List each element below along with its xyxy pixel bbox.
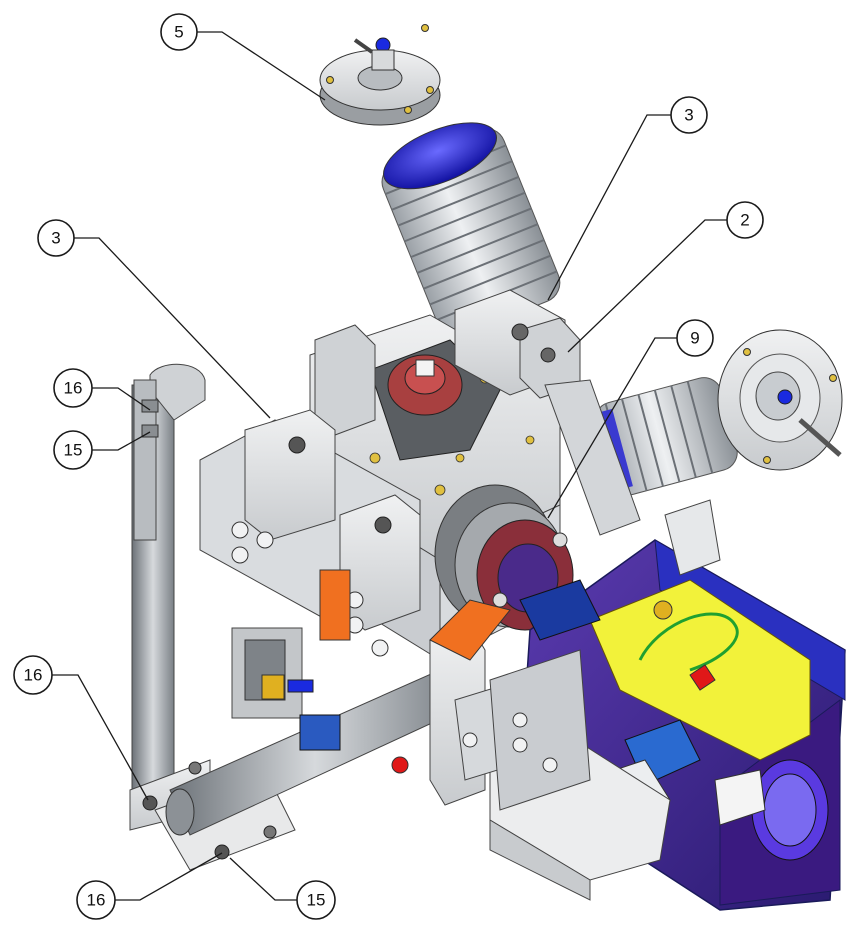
svg-text:16: 16 [24, 666, 43, 685]
callout-3-right: 3 [670, 96, 708, 134]
upper-right-blocks [454, 289, 641, 536]
svg-text:5: 5 [174, 23, 183, 42]
callout-3-left: 3 [37, 219, 75, 257]
callout-15-bottom: 15 [296, 880, 336, 920]
svg-text:3: 3 [51, 229, 60, 248]
callout-15-upper: 15 [53, 430, 93, 470]
left-clamp-blocks [199, 409, 421, 719]
svg-text:16: 16 [64, 379, 83, 398]
diagonal-tube [165, 669, 461, 836]
vertical-post [131, 363, 206, 806]
lower-center-assembly [299, 579, 671, 901]
svg-text:16: 16 [87, 891, 106, 910]
callout-5-top: 5 [160, 13, 198, 51]
callout-2: 2 [726, 201, 764, 239]
callout-16-bottom: 16 [76, 880, 116, 920]
callout-9: 9 [676, 319, 714, 357]
svg-text:15: 15 [64, 441, 83, 460]
top-bellows-assembly [319, 24, 561, 337]
svg-text:3: 3 [684, 106, 693, 125]
svg-text:2: 2 [740, 211, 749, 230]
callout-16-middle: 16 [13, 655, 53, 695]
callout-leaders [52, 31, 727, 901]
right-bellows-assembly [592, 329, 843, 496]
callout-16-upper: 16 [53, 368, 93, 408]
svg-text:9: 9 [690, 329, 699, 348]
svg-text:15: 15 [307, 891, 326, 910]
